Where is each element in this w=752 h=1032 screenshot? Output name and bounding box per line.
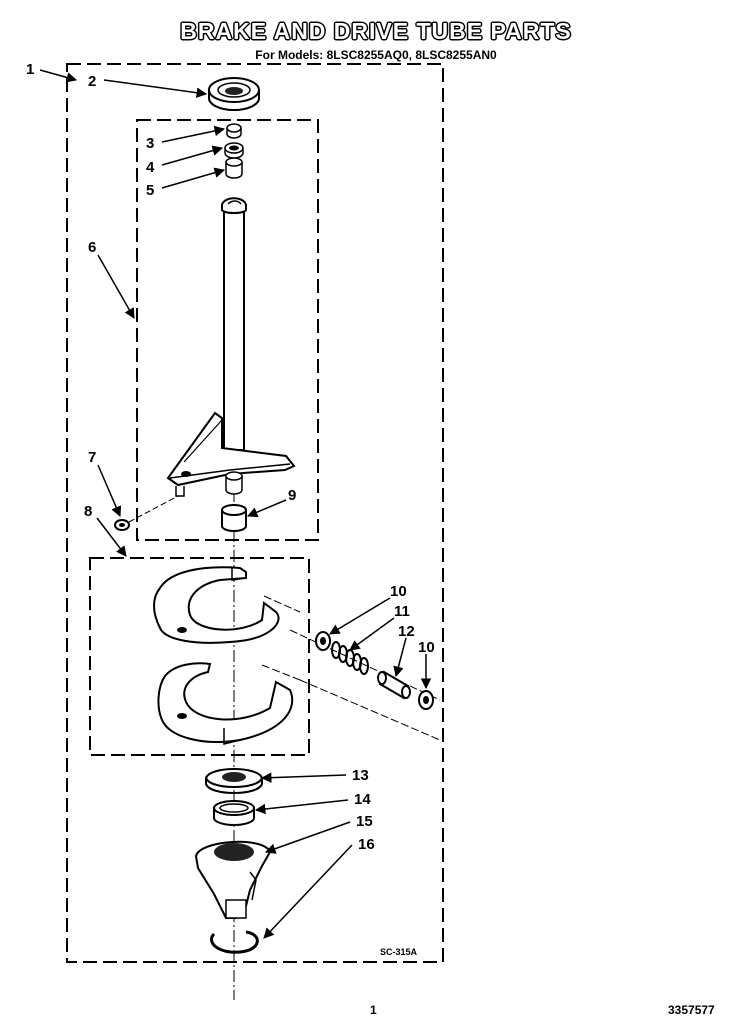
part-10-washer-left [315,631,331,651]
callout-1: 1 [26,61,34,78]
part-number: 3357577 [668,1003,715,1017]
part-2-seal [208,77,260,111]
callout-15: 15 [356,813,373,830]
part-8-brake-shoe-upper [153,566,280,644]
part-8-brake-shoe-lower [157,662,294,745]
callout-6: 6 [88,239,96,256]
callout-3: 3 [146,135,154,152]
leader-arrows [39,69,432,939]
callout-4: 4 [146,159,155,176]
page-number: 1 [370,1003,377,1017]
callout-11: 11 [394,603,410,620]
part-12-pin [377,670,411,700]
part-3-washer [226,123,242,139]
brake-frame-8 [89,557,310,756]
callout-2: 2 [88,73,96,90]
part-6-drive-tube [166,197,296,497]
assembly-frame-1 [66,63,444,963]
callout-13: 13 [352,767,369,784]
part-15-brake-cam [194,840,272,919]
callout-16: 16 [358,836,375,853]
part-7-nut [114,495,179,531]
part-4-ring [224,142,244,159]
callout-9: 9 [288,487,296,504]
part-10-washer-right [418,690,434,710]
callout-12: 12 [398,623,415,640]
drive-tube-frame-6 [136,119,319,541]
callout-14: 14 [354,791,371,808]
diagram-title: BRAKE AND DRIVE TUBE PARTS [180,18,572,44]
callout-8: 8 [84,503,92,520]
part-9-bushing [221,504,247,532]
callout-5: 5 [146,182,154,199]
spring-assembly-guides [261,595,441,741]
part-13-retainer [204,768,264,794]
callout-10a: 10 [390,583,407,600]
part-14-ring [213,800,255,826]
callout-7: 7 [88,449,96,466]
drawing-code: SC-315A [380,947,418,957]
part-5-bushing [225,157,243,179]
callout-10b: 10 [418,639,435,656]
part-16-snap-ring [210,930,259,954]
diagram-subtitle: For Models: 8LSC8255AQ0, 8LSC8255AN0 [255,48,497,62]
